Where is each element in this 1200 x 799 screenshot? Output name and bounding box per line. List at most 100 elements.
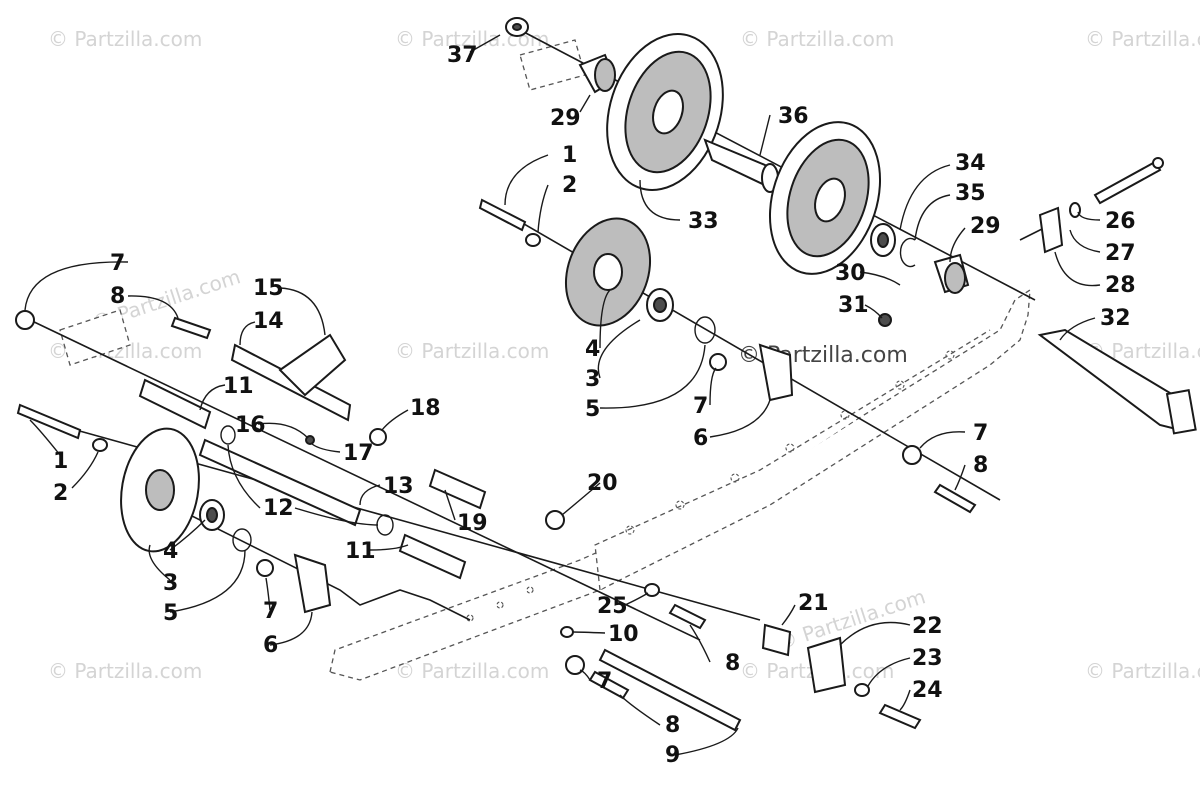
callout-8: 8 bbox=[725, 651, 740, 676]
callout-25: 25 bbox=[597, 594, 628, 619]
callout-6: 6 bbox=[693, 426, 708, 451]
watermark: © Partzilla.com bbox=[395, 339, 549, 363]
callout-29: 29 bbox=[970, 214, 1001, 239]
callout-1: 1 bbox=[562, 143, 577, 168]
washer-2-upper bbox=[525, 233, 541, 247]
nut-7-left bbox=[15, 310, 35, 330]
axle-32-plate bbox=[1165, 389, 1197, 435]
callout-30: 30 bbox=[835, 261, 866, 286]
washer-27 bbox=[1069, 202, 1081, 218]
leader-lines bbox=[24, 34, 1101, 756]
bolt-1-upper bbox=[478, 198, 527, 232]
watermark: © Partzilla.com bbox=[48, 27, 202, 51]
wheel-3-left-center bbox=[145, 469, 175, 511]
callout-2: 2 bbox=[562, 173, 577, 198]
callout-3: 3 bbox=[163, 571, 178, 596]
callout-7: 7 bbox=[597, 669, 612, 694]
bolt-8-left bbox=[170, 316, 212, 340]
callout-10: 10 bbox=[608, 622, 639, 647]
callout-34: 34 bbox=[955, 151, 986, 176]
callout-23: 23 bbox=[912, 646, 943, 671]
callout-5: 5 bbox=[585, 397, 600, 422]
callout-11: 11 bbox=[223, 374, 254, 399]
washer-37-hole bbox=[512, 23, 522, 31]
callout-14: 14 bbox=[253, 309, 284, 334]
callout-32: 32 bbox=[1100, 306, 1131, 331]
callout-11: 11 bbox=[345, 539, 376, 564]
callout-35: 35 bbox=[955, 181, 986, 206]
rod-9 bbox=[598, 648, 742, 732]
callout-26: 26 bbox=[1105, 209, 1136, 234]
bracket-15 bbox=[278, 333, 347, 397]
callout-37: 37 bbox=[447, 43, 478, 68]
bushing-18 bbox=[369, 428, 387, 446]
callout-7: 7 bbox=[973, 421, 988, 446]
shaft-13 bbox=[198, 438, 362, 527]
upper-wheel-assembly bbox=[505, 17, 1197, 435]
callout-3: 3 bbox=[585, 367, 600, 392]
callout-4: 4 bbox=[163, 539, 178, 564]
nut-7-lower bbox=[565, 655, 585, 675]
wheel-33-front-center bbox=[814, 177, 846, 223]
upper-left-wheel-assembly bbox=[478, 198, 977, 514]
callout-36: 36 bbox=[778, 104, 809, 129]
bearing-4-upper-hole bbox=[653, 297, 667, 313]
left-assembly bbox=[15, 310, 922, 732]
bushing-21 bbox=[761, 623, 792, 657]
snap-ring-5-left bbox=[232, 528, 252, 552]
slide-rail bbox=[59, 39, 1031, 681]
spacer-19 bbox=[428, 468, 487, 510]
callout-7: 7 bbox=[263, 599, 278, 624]
nut-7-right bbox=[902, 445, 922, 465]
washer-23 bbox=[854, 683, 870, 697]
nut-7-lower-left bbox=[256, 559, 274, 577]
bolt-8-middle bbox=[668, 603, 707, 630]
bolt-1-left bbox=[16, 403, 82, 440]
callout-8: 8 bbox=[973, 453, 988, 478]
callout-8: 8 bbox=[665, 713, 680, 738]
callout-20: 20 bbox=[587, 471, 618, 496]
watermark: © Partzilla.com bbox=[1085, 659, 1200, 683]
callout-2: 2 bbox=[53, 481, 68, 506]
callout-19: 19 bbox=[457, 511, 488, 536]
washer-25 bbox=[644, 583, 660, 597]
nut-7-upper bbox=[709, 353, 727, 371]
bolt-26 bbox=[1093, 160, 1162, 205]
callouts: 37 29 36 1 2 33 34 35 29 26 27 28 30 31 … bbox=[53, 43, 1136, 768]
sleeve-11-upper bbox=[138, 378, 212, 430]
ring-12-upper bbox=[220, 425, 236, 445]
snap-ring-35 bbox=[899, 237, 916, 268]
callout-7: 7 bbox=[110, 251, 125, 276]
callout-9: 9 bbox=[665, 743, 680, 768]
bolt-26-head bbox=[1152, 157, 1164, 169]
ring-12-lower bbox=[376, 514, 394, 536]
callout-1: 1 bbox=[53, 449, 68, 474]
callout-4: 4 bbox=[585, 337, 600, 362]
callout-24: 24 bbox=[912, 678, 943, 703]
bushing-29-upper-end bbox=[594, 58, 616, 92]
block-22 bbox=[806, 636, 847, 694]
snap-ring-5-upper bbox=[694, 316, 716, 344]
bushing-29-lower-end bbox=[944, 262, 966, 294]
callout-6: 6 bbox=[263, 633, 278, 658]
bolt-8-right bbox=[933, 483, 977, 514]
callout-21: 21 bbox=[798, 591, 829, 616]
callout-29: 29 bbox=[550, 106, 581, 131]
bearing-4-left-hole bbox=[206, 507, 218, 523]
watermark: © Partzilla.com bbox=[395, 659, 549, 683]
axis-lines bbox=[29, 29, 1061, 641]
watermark: © Partzilla.com bbox=[1085, 27, 1200, 51]
callout-12: 12 bbox=[263, 496, 294, 521]
callout-18: 18 bbox=[410, 396, 441, 421]
callout-17: 17 bbox=[343, 441, 374, 466]
washer-2-left bbox=[92, 438, 108, 452]
washer-10 bbox=[560, 626, 574, 638]
callout-15: 15 bbox=[253, 276, 284, 301]
bolt-24 bbox=[878, 703, 922, 730]
wheel-33-rear-center bbox=[652, 89, 684, 135]
bracket-28 bbox=[1038, 206, 1064, 254]
wheel-3-upper-center bbox=[593, 253, 623, 291]
callout-8: 8 bbox=[110, 284, 125, 309]
